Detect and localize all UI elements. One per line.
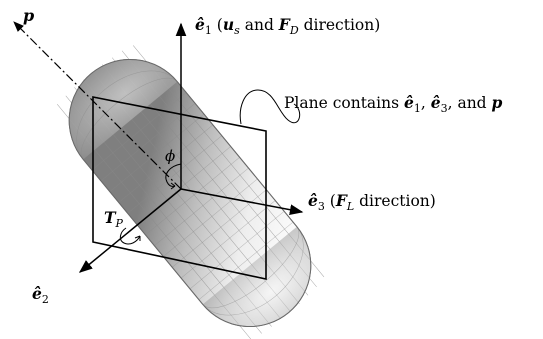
phi-angle-arc [165,163,182,187]
plane-outline [92,96,267,280]
p-label: p [23,6,34,25]
rod-mesh-rings [82,81,294,300]
plane-label: Plane contains ê1, ê3, and p [284,93,503,115]
torque-arc [119,227,141,245]
e3-label: ê3 (FL direction) [308,191,436,213]
e3-axis-arrow [180,188,304,216]
e1-label: ê1 (us and FD direction) [195,15,380,37]
e2-label: ê2 [32,284,49,306]
phi-label: ϕ [165,147,175,165]
p-axis-line [13,21,182,190]
plane-leader-curve [239,89,301,125]
rod-particle [56,45,325,339]
torque-label: TP [104,208,124,230]
rod-cap-upper [69,59,178,160]
e2-axis-arrow [78,188,182,273]
